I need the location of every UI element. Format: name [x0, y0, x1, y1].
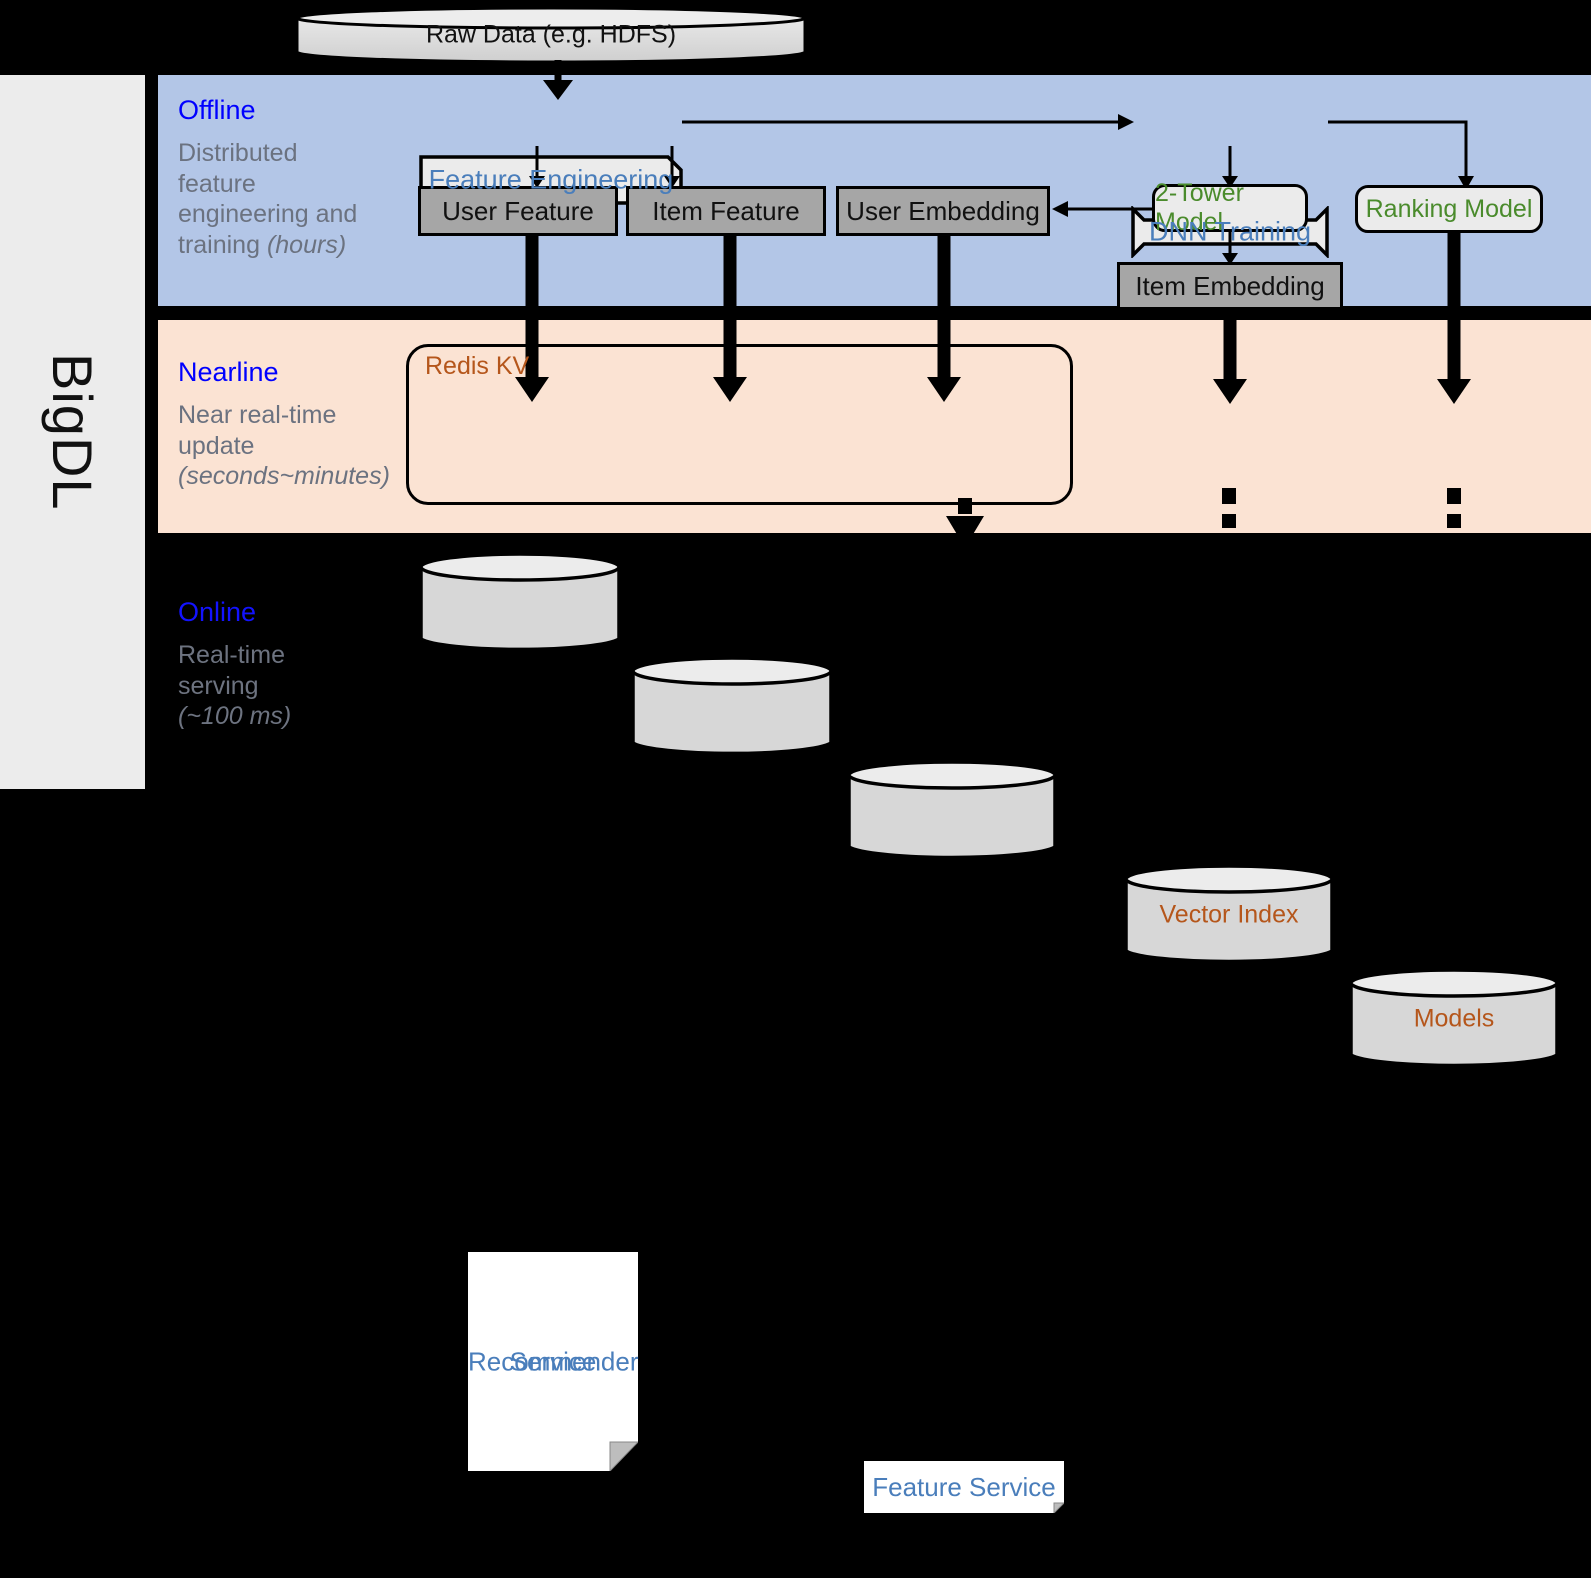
pipe-item-feature-to-redis — [713, 234, 747, 402]
vector-index-cylinder[interactable]: Vector Index — [1123, 863, 1335, 967]
offline-sub-l4: training (hours) — [178, 230, 347, 259]
raw-data-label: Raw Data (e.g. HDFS) — [425, 20, 677, 49]
nearline-title: Nearline — [178, 357, 279, 387]
nearline-sub-l1: Near real-time — [178, 401, 337, 429]
offline-sub-em: (hours) — [266, 230, 347, 259]
redis-kv-label: Redis KV — [425, 352, 530, 380]
online-title-block: Online Real-time serving (~100 ms) — [178, 597, 291, 732]
recommender-service-node[interactable]: Recommender Service — [468, 1252, 639, 1471]
redis-kv-container — [406, 344, 1073, 505]
online-title: Online — [178, 597, 257, 627]
offline-title-block: Offline Distributed feature engineering … — [178, 95, 357, 260]
item-feature-store[interactable]: Item Feature — [626, 186, 826, 236]
item-feature-label: Item Feature — [652, 195, 800, 226]
vector-index-label: Vector Index — [1159, 900, 1299, 929]
cylinder-shape — [847, 760, 1057, 860]
arrow-fe-to-item-feature — [664, 146, 680, 188]
pipe-item-embedding-to-vector-index — [1213, 308, 1247, 404]
feature-engineering-node[interactable]: Feature Engineering — [418, 154, 684, 206]
nearline-sub-em: (seconds~minutes) — [178, 462, 390, 490]
dnn-training-label: DNN Training — [1148, 216, 1312, 247]
online-subtitle: Real-time serving (~100 ms) — [178, 640, 291, 732]
offline-subtitle: Distributed feature engineering and trai… — [178, 138, 357, 260]
item-embedding-store[interactable]: Item Embedding — [1117, 262, 1343, 310]
feature-engineering-label: Feature Engineering — [428, 164, 674, 195]
offline-sub-l1: Distributed — [178, 139, 298, 167]
ranking-model-label: Ranking Model — [1365, 194, 1533, 223]
band-online — [158, 540, 1591, 789]
pipe-user-embedding-to-redis — [927, 234, 961, 402]
dnn-training-node[interactable]: DNN Training — [1130, 206, 1330, 258]
arrow-rawdata-to-fe — [543, 60, 573, 100]
arrow-2tower-to-user-embedding — [1052, 201, 1154, 217]
item-embedding-label: Item Embedding — [1135, 270, 1325, 301]
arrow-2tower-to-item-embedding — [1222, 231, 1238, 265]
bigdl-sidebar: BigDL — [0, 75, 145, 789]
offline-sub-l2: feature — [178, 169, 256, 198]
raw-data-shape — [295, 6, 807, 64]
online-sub-em: (~100 ms) — [178, 702, 292, 730]
band-nearline — [158, 320, 1591, 533]
redis-cylinder-item-feature[interactable] — [630, 655, 834, 759]
two-tower-model-node[interactable]: 2-Tower Model — [1152, 179, 1308, 236]
arrow-fe-to-dnn — [682, 114, 1134, 130]
offline-title: Offline — [178, 95, 256, 125]
feature-service-label: Feature Service — [872, 1471, 1056, 1502]
arrow-fe-to-user-feature — [529, 146, 545, 188]
pipe-ranking-model-to-models — [1437, 230, 1471, 404]
user-feature-label: User Feature — [442, 195, 594, 226]
offline-sub-l3: engineering and — [178, 200, 358, 228]
bigdl-label: BigDL — [41, 353, 104, 511]
arrow-dnn-to-ranking-model — [1328, 120, 1474, 190]
raw-data-cylinder: Raw Data (e.g. HDFS) — [295, 6, 807, 64]
recommender-service-label: Recommender Service — [468, 1345, 639, 1378]
recommender-service-l2: Service — [509, 1346, 597, 1377]
arrow-redis-to-feature-service — [946, 498, 984, 536]
two-tower-model-label: 2-Tower Model — [1155, 179, 1244, 236]
feature-service-node[interactable]: Feature Service — [864, 1461, 1064, 1513]
connector-models-to-ranking-service — [1447, 488, 1461, 528]
user-embedding-label: User Embedding — [846, 195, 1040, 226]
models-label: Models — [1413, 1004, 1495, 1033]
nearline-subtitle: Near real-time update (seconds~minutes) — [178, 400, 390, 492]
redis-cylinder-user-feature[interactable] — [418, 551, 622, 655]
connector-vector-index-to-recall-service — [1222, 488, 1236, 528]
cylinder-shape — [631, 656, 833, 756]
models-cylinder[interactable]: Models — [1348, 967, 1560, 1071]
nearline-title-block: Nearline Near real-time update (seconds~… — [178, 357, 390, 492]
cylinder-shape — [419, 552, 621, 652]
user-feature-store[interactable]: User Feature — [418, 186, 618, 236]
arrow-dnn-to-2tower — [1222, 146, 1238, 188]
ranking-model-node[interactable]: Ranking Model — [1355, 185, 1543, 233]
online-sub-l1: Real-time — [178, 641, 285, 669]
nearline-sub-l2: update — [178, 431, 255, 460]
pipe-user-feature-to-redis — [515, 234, 549, 402]
online-sub-l2: serving — [178, 671, 259, 700]
redis-cylinder-user-embedding[interactable] — [846, 759, 1058, 863]
user-embedding-store[interactable]: User Embedding — [836, 186, 1050, 236]
